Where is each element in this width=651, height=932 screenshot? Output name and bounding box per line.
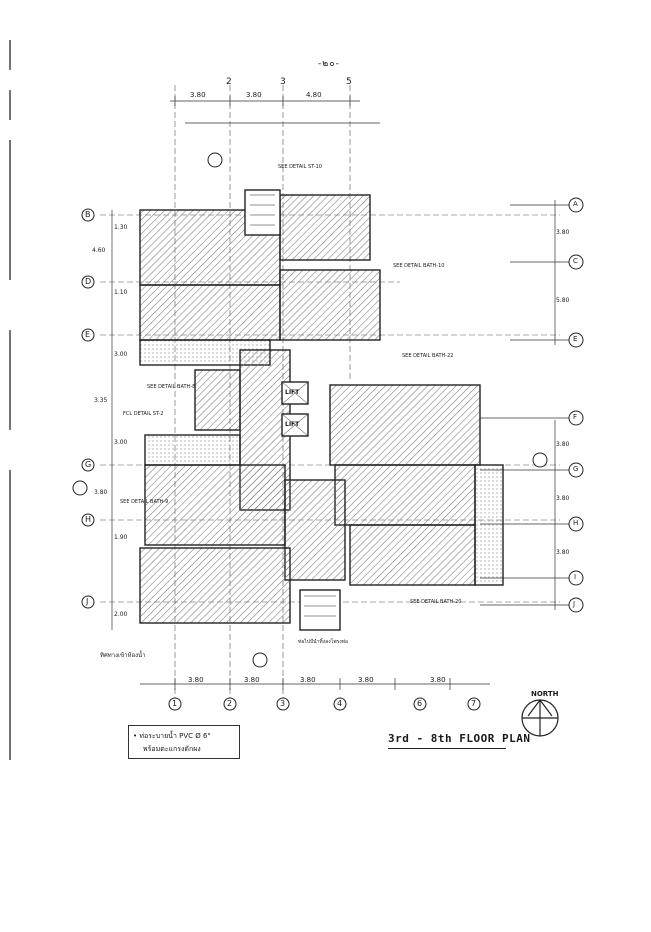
row-label-b: B [85, 210, 91, 219]
page-number: -๒๐- [318, 59, 340, 69]
callout-bath-22: SEE DETAIL BATH-22 [402, 353, 454, 359]
row-bubbles-right [568, 197, 584, 613]
bottom-note: ท่อไปป์นำทิ้งลงโพรงท่อ [298, 639, 349, 645]
row-bubble-f: F [573, 413, 578, 421]
row-label-d: D [85, 277, 92, 286]
bottom-dim-5: 3.80 [430, 676, 446, 684]
col-bubble-4: 4 [337, 699, 343, 708]
row-bubbles-left [81, 208, 95, 609]
legend-box: • ท่อระบายน้ำ PVC Ø 6" พร้อมตะแกรงดักผง [128, 725, 240, 759]
bottom-dim-3: 3.80 [300, 676, 316, 684]
callout-bath-20: SEE DETAIL BATH-20 [410, 599, 462, 605]
column-bubbles [168, 697, 481, 711]
row-label-g: G [85, 460, 92, 469]
bottom-dimension-line [140, 678, 490, 690]
legend-line-2: พร้อมตะแกรงดักผง [143, 745, 201, 753]
row-bubble-j: J [573, 600, 576, 608]
top-dim-3: 4.80 [306, 91, 322, 99]
col-bubble-7: 7 [471, 699, 477, 708]
row-bubble-i: I [574, 573, 577, 581]
left-dim-5: 3.35 [94, 397, 108, 404]
top-dim-2: 3.80 [246, 91, 262, 99]
row-bubble-c: C [573, 257, 578, 265]
callout-fcl: FCL DETAIL ST-2 [123, 411, 164, 417]
callout-st: SEE DETAIL ST-10 [278, 164, 322, 170]
bottom-dim-4: 3.80 [358, 676, 374, 684]
callout-bath-8: SEE DETAIL BATH-8 [147, 384, 196, 390]
row-label-h: H [85, 515, 92, 524]
row-bubble-g: G [573, 465, 579, 473]
left-dim-2: 4.60 [92, 247, 106, 254]
left-dim-9: 2.00 [114, 611, 128, 618]
side-note: ทิศทางเข้าห้องน้ำ [100, 652, 146, 659]
bottom-dim-2: 3.80 [244, 676, 260, 684]
top-dimension-line [170, 96, 380, 124]
top-dim-1: 3.80 [190, 91, 206, 99]
left-dim-1: 1.30 [114, 224, 128, 231]
col-label-3: 3 [280, 77, 286, 87]
lower-wing [139, 434, 346, 631]
callout-bath-9: SEE DETAIL BATH-9 [120, 499, 169, 505]
section-markers [72, 152, 548, 668]
row-label-j: J [86, 597, 89, 606]
right-dim-1: 3.80 [556, 229, 570, 236]
right-dim-3: 3.80 [556, 441, 570, 448]
lift-label-2: LIFT [285, 421, 300, 428]
legend-line-1: • ท่อระบายน้ำ PVC Ø 6" [133, 732, 211, 740]
col-label-5: 5 [346, 77, 352, 87]
col-bubble-1: 1 [172, 699, 178, 708]
col-bubble-6: 6 [417, 699, 423, 708]
plan-title: 3rd - 8th FLOOR PLAN [388, 732, 531, 745]
right-dim-4: 3.80 [556, 495, 570, 502]
north-label: NORTH [531, 690, 559, 698]
left-dim-6: 3.00 [114, 439, 128, 446]
row-bubble-h: H [573, 519, 579, 527]
right-dim-2: 5.80 [556, 297, 570, 304]
row-bubble-e: E [573, 335, 578, 343]
row-bubble-a: A [573, 200, 578, 208]
upper-wing [139, 189, 381, 366]
right-dim-5: 3.80 [556, 549, 570, 556]
right-dimension-line [480, 200, 570, 610]
left-dim-7: 3.80 [94, 489, 108, 496]
left-dim-3: 1.10 [114, 289, 128, 296]
col-bubble-2: 2 [227, 699, 233, 708]
row-label-e: E [85, 330, 91, 339]
lift-label-1: LIFT [285, 389, 300, 396]
col-label-2: 2 [226, 77, 232, 87]
left-dim-4: 3.00 [114, 351, 128, 358]
plan-title-underline [388, 748, 506, 749]
left-dim-8: 1.90 [114, 534, 128, 541]
col-bubble-3: 3 [280, 699, 286, 708]
right-wing [329, 384, 504, 586]
callout-bath-10: SEE DETAIL BATH-10 [393, 263, 445, 269]
bottom-dim-1: 3.80 [188, 676, 204, 684]
north-arrow-icon [521, 699, 559, 737]
